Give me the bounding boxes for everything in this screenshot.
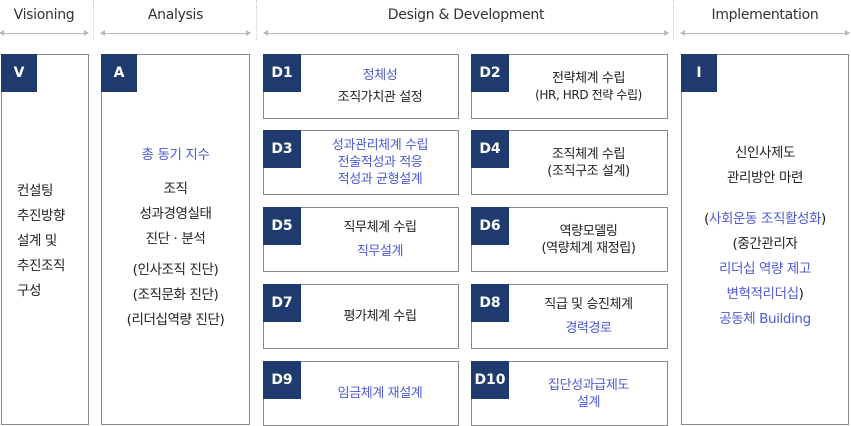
implementation-text: 신인사제도 관리방안 마련 (사회운동 조직활성화) (중간관리자 리더십 역량…: [682, 141, 848, 332]
box-line: 전략체계 수립: [551, 70, 626, 86]
box-sub: (역량체계 재정립): [541, 240, 636, 256]
design-box-d7: D7 평가체계 수립: [263, 284, 459, 349]
box-tag: D9: [263, 361, 301, 399]
double-arrow-icon: [100, 30, 251, 36]
phase-label: Visioning: [13, 7, 75, 23]
design-box-d10: D10 집단성과급제도 설계: [471, 361, 668, 426]
impl-line: 관리방안 마련: [726, 170, 803, 186]
impl-detail-line: (중간관리자: [732, 236, 798, 252]
analysis-line: 성과경영실태: [139, 206, 212, 222]
phase-header-implementation: Implementation: [680, 0, 850, 40]
box-highlight: 임금체계 재설계: [337, 386, 423, 401]
phase-label: Design & Development: [387, 7, 545, 23]
implementation-column: I 신인사제도 관리방안 마련 (사회운동 조직활성화) (중간관리자 리더십 …: [681, 54, 849, 425]
implementation-tag: I: [681, 54, 717, 92]
analysis-highlight: 총 동기 지수: [141, 147, 210, 163]
impl-highlight: 공동체 Building: [719, 311, 811, 327]
analysis-sub-line: (조직문화 진단): [132, 287, 219, 303]
phase-header-visioning: Visioning: [0, 0, 89, 40]
box-highlight: 적성과 균형설계: [337, 172, 423, 187]
analysis-sub-line: (리더십역량 진단): [126, 312, 225, 328]
box-highlight: 성과관리체계 수립: [331, 138, 429, 153]
box-tag: D3: [263, 130, 301, 168]
box-highlight: 설계: [576, 394, 601, 410]
vision-line: 설계 및: [17, 233, 57, 249]
box-tag: D7: [263, 284, 301, 322]
box-sub: (HR, HRD 전략 수립): [535, 87, 642, 102]
phase-header-analysis: Analysis: [100, 0, 251, 40]
double-arrow-icon: [263, 30, 669, 36]
analysis-text: 총 동기 지수 조직 성과경영실태 진단 · 분석 (인사조직 진단) (조직문…: [102, 143, 249, 333]
vision-line: 구성: [17, 283, 42, 299]
vision-column: V 컨설팅 추진방향 설계 및 추진조직 구성: [1, 54, 89, 425]
box-line: 조직가치관 설정: [337, 90, 423, 105]
box-line: 역량모델링: [559, 223, 618, 239]
box-tag: D10: [471, 361, 509, 399]
design-box-d5: D5 직무체계 수립 직무설계: [263, 207, 459, 272]
box-sub: (조직구조 설계): [547, 163, 630, 179]
analysis-tag: A: [101, 54, 137, 92]
design-box-d6: D6 역량모델링 (역량체계 재정립): [471, 207, 668, 272]
design-box-d1: D1 정체성 조직가치관 설정: [263, 54, 459, 119]
impl-highlight: 변혁적리더십: [726, 286, 800, 302]
analysis-line: 진단 · 분석: [145, 231, 206, 247]
design-box-d4: D4 조직체계 수립 (조직구조 설계): [471, 130, 668, 195]
box-highlight: 전술적성과 적응: [337, 155, 423, 170]
phase-label: Implementation: [711, 7, 819, 23]
box-tag: D2: [471, 54, 509, 92]
box-line: 직급 및 승진체계: [544, 297, 633, 312]
design-box-d2: D2 전략체계 수립 (HR, HRD 전략 수립): [471, 54, 668, 119]
vision-line: 추진조직: [17, 258, 66, 274]
design-box-d9: D9 임금체계 재설계: [263, 361, 459, 426]
phase-header-design: Design & Development: [263, 0, 669, 40]
divider: [93, 0, 94, 40]
divider: [673, 0, 674, 40]
box-tag: D4: [471, 130, 509, 168]
vision-line: 컨설팅: [17, 183, 54, 199]
divider: [256, 0, 257, 40]
analysis-sub-line: (인사조직 진단): [132, 262, 219, 278]
impl-highlight: 리더십 역량 제고: [719, 261, 811, 277]
box-highlight: 정체성: [362, 68, 398, 83]
design-box-d8: D8 직급 및 승진체계 경력경로: [471, 284, 668, 349]
analysis-column: A 총 동기 지수 조직 성과경영실태 진단 · 분석 (인사조직 진단) (조…: [101, 54, 250, 425]
impl-detail-line: 변혁적리더십): [726, 286, 804, 302]
double-arrow-icon: [680, 30, 850, 36]
analysis-line: 조직: [163, 181, 188, 197]
box-line: 평가체계 수립: [343, 309, 417, 324]
phase-label: Analysis: [147, 7, 204, 23]
box-line: 직무체계 수립: [343, 220, 417, 235]
box-tag: D5: [263, 207, 301, 245]
impl-detail-line: (사회운동 조직활성화): [704, 211, 826, 227]
box-line: 조직체계 수립: [551, 146, 626, 162]
vision-tag: V: [1, 54, 37, 92]
impl-highlight: 사회운동 조직활성화: [708, 211, 822, 227]
vision-line: 추진방향: [17, 208, 66, 224]
box-tag: D6: [471, 207, 509, 245]
double-arrow-icon: [0, 30, 89, 36]
box-highlight: 집단성과급제도: [548, 377, 629, 393]
box-tag: D1: [263, 54, 301, 92]
impl-line: 신인사제도: [734, 145, 796, 161]
design-box-d3: D3 성과관리체계 수립 전술적성과 적응 적성과 균형설계: [263, 130, 459, 195]
vision-text: 컨설팅 추진방향 설계 및 추진조직 구성: [2, 179, 88, 304]
box-tag: D8: [471, 284, 509, 322]
box-highlight: 직무설계: [356, 244, 404, 259]
box-highlight: 경력경로: [565, 321, 612, 336]
